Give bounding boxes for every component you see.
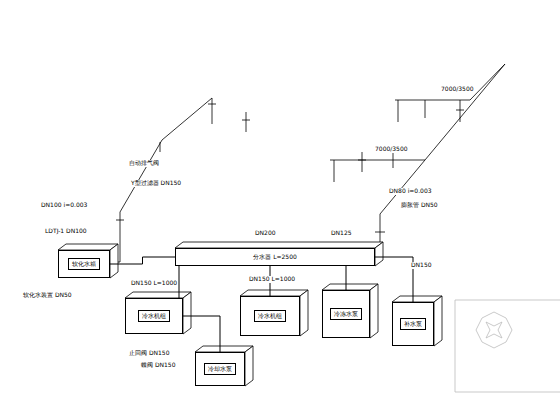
pipe-annotation: 止回阀 DN150 <box>128 350 170 357</box>
pipe-annotation: DN150 L=1000 <box>130 280 178 287</box>
equipment-box: 冷冻水泵 <box>322 290 370 338</box>
pipe-annotation: DN100 i=0.003 <box>40 202 88 209</box>
pipe-annotation: Y型过滤器 DN150 <box>130 180 182 187</box>
equipment-label: 补水泵 <box>400 318 426 329</box>
box-side-face <box>300 290 308 336</box>
pipe-annotation: DN200 <box>254 230 277 237</box>
equipment-label: 冷水机组 <box>254 310 286 321</box>
box-side-face <box>110 244 118 278</box>
box-side-face <box>245 346 253 386</box>
equipment-label: 冷却水泵 <box>204 363 236 374</box>
pipe-annotation: 蝶阀 DN150 <box>140 362 176 369</box>
equipment-box: 冷水机组 <box>125 298 183 334</box>
pipe-annotation: DN150 <box>410 262 433 269</box>
pipe-connector <box>346 266 347 290</box>
pipe-annotation: 自动排气阀 <box>128 160 160 167</box>
pipe-annotation: 7000/3500 <box>440 86 475 93</box>
box-side-face <box>370 284 378 338</box>
equipment-label: 分水器 L=2500 <box>253 253 297 260</box>
equipment-box: 冷却水泵 <box>195 352 245 386</box>
header-bar: 分水器 L=2500 <box>175 248 375 266</box>
equipment-label: 冷冻水泵 <box>330 308 362 319</box>
pipe-connector <box>183 316 220 352</box>
pipe-annotation: DN150 L=1000 <box>248 276 296 283</box>
pipe-annotation: 软化水装置 DN50 <box>22 292 73 299</box>
pipe-connector <box>110 257 175 264</box>
box-side-face <box>434 296 442 346</box>
equipment-box: 冷水机组 <box>240 296 300 336</box>
pipe-annotation: DN125 <box>330 230 353 237</box>
pipe-connector <box>375 257 413 302</box>
box-side-face <box>375 242 383 266</box>
pipe-annotation: DN80 i=0.003 <box>388 188 433 195</box>
box-side-face <box>183 292 191 334</box>
equipment-box: 补水泵 <box>392 302 434 346</box>
equipment-box: 软化水箱 <box>58 250 110 278</box>
equipment-label: 软化水箱 <box>68 258 100 269</box>
pipe-connector <box>179 266 180 298</box>
pipe-annotation: 7000/3500 <box>374 146 409 153</box>
pipe-annotation: 膨胀管 DN50 <box>400 202 439 209</box>
pipe-annotation: LDTJ-1 DN100 <box>44 228 88 235</box>
equipment-label: 冷水机组 <box>138 310 170 321</box>
